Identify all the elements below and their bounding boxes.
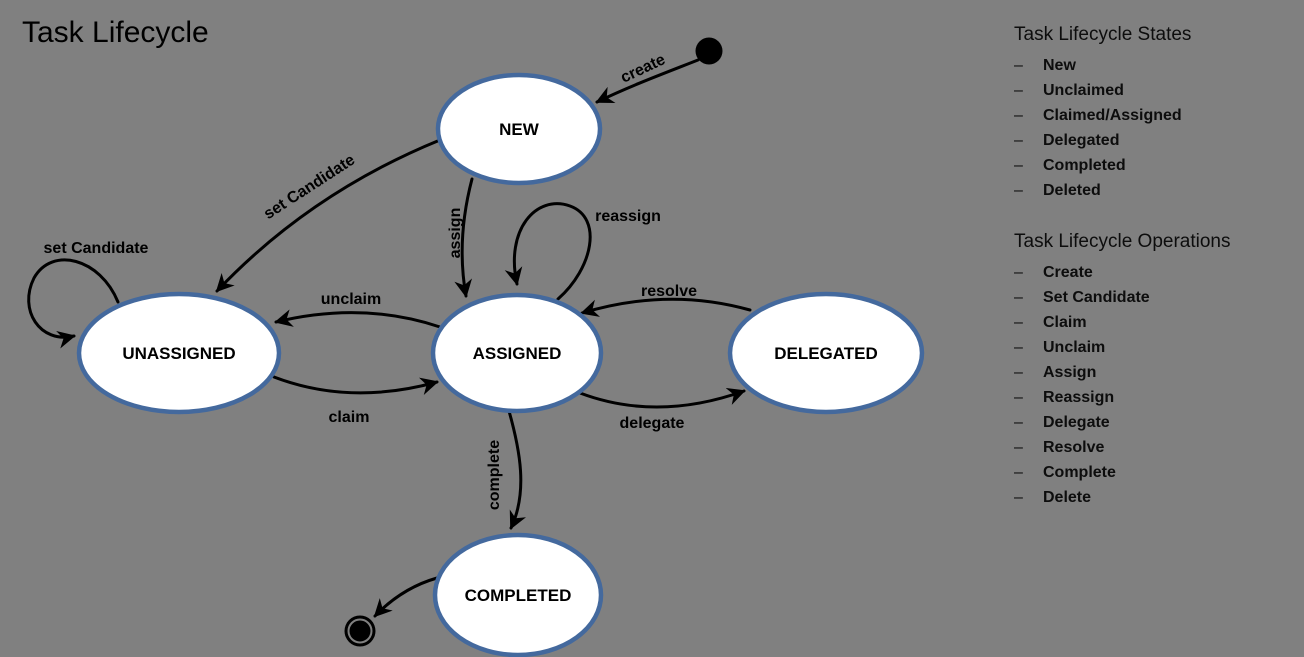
transition-reassign-self-loop xyxy=(504,202,592,301)
dash-bullet-icon: – xyxy=(1014,489,1023,506)
transition-claim-arrow xyxy=(272,375,439,395)
dash-bullet-icon: – xyxy=(1014,389,1023,406)
dash-bullet-icon: – xyxy=(1014,339,1023,356)
state-delegated: DELEGATED xyxy=(727,291,925,415)
dash-bullet-icon: – xyxy=(1014,464,1023,481)
legend-operation-item-label: Resolve xyxy=(1043,439,1105,456)
dash-bullet-icon: – xyxy=(1014,157,1023,174)
edge-label-delegate: delegate xyxy=(620,415,685,432)
legend-state-item-label: Deleted xyxy=(1043,182,1101,199)
dash-bullet-icon: – xyxy=(1014,182,1023,199)
transition-set-candidate-arrow xyxy=(215,138,442,293)
transition-finish-arrow xyxy=(373,576,439,618)
dash-bullet-icon: – xyxy=(1014,364,1023,381)
transition-unclaim-arrow xyxy=(274,309,442,329)
initial-state-dot-icon xyxy=(695,37,723,65)
legend-state-item: – Delegated xyxy=(1014,128,1299,153)
state-delegated-shape xyxy=(727,291,925,415)
legend-operation-item: – Complete xyxy=(1014,460,1299,485)
legend-operations-section: Task Lifecycle Operations – Create – Set… xyxy=(1014,231,1299,510)
state-assigned-label: ASSIGNED xyxy=(473,344,562,363)
state-new-shape xyxy=(435,72,603,186)
edge-label-reassign: reassign xyxy=(595,208,661,225)
legend-operation-item-label: Complete xyxy=(1043,464,1116,481)
edge-label-resolve: resolve xyxy=(641,283,697,300)
legend-operation-item-label: Create xyxy=(1043,264,1093,281)
legend-operation-item: – Unclaim xyxy=(1014,335,1299,360)
dash-bullet-icon: – xyxy=(1014,439,1023,456)
legend-state-item-label: Claimed/Assigned xyxy=(1043,107,1182,124)
legend-operation-item-label: Set Candidate xyxy=(1043,289,1150,306)
state-unassigned: UNASSIGNED xyxy=(76,291,282,415)
transition-resolve-arrow xyxy=(580,297,752,317)
legend-operation-item-label: Reassign xyxy=(1043,389,1115,406)
state-assigned-shape xyxy=(430,292,604,414)
legend-operations-heading: Task Lifecycle Operations xyxy=(1014,231,1231,252)
legend-state-item: – Completed xyxy=(1014,153,1299,178)
dash-bullet-icon: – xyxy=(1014,57,1023,74)
legend-state-item: – Deleted xyxy=(1014,178,1299,203)
state-delegated-label: DELEGATED xyxy=(774,344,878,363)
final-state-ring-icon xyxy=(344,615,376,647)
legend-states-heading: Task Lifecycle States xyxy=(1014,24,1192,45)
legend-operations-list: – Create – Set Candidate – Claim – xyxy=(1014,260,1299,510)
dash-bullet-icon: – xyxy=(1014,82,1023,99)
state-unassigned-label: UNASSIGNED xyxy=(122,344,235,363)
dash-bullet-icon: – xyxy=(1014,264,1023,281)
legend-operation-item: – Claim xyxy=(1014,310,1299,335)
legend-states-list: – New – Unclaimed – Claimed/Assigned xyxy=(1014,53,1299,203)
state-completed-shape xyxy=(432,532,604,657)
state-completed-label: COMPLETED xyxy=(465,586,572,605)
state-unassigned-shape xyxy=(76,291,282,415)
transition-delegate-arrow xyxy=(578,387,746,409)
legend-operation-item: – Set Candidate xyxy=(1014,285,1299,310)
state-new: NEW xyxy=(435,72,603,186)
legend-state-item-label: New xyxy=(1043,57,1076,74)
transition-assign-arrow xyxy=(454,177,474,298)
legend-operation-item: – Assign xyxy=(1014,360,1299,385)
dash-bullet-icon: – xyxy=(1014,132,1023,149)
edge-label-set-candidate-self: set Candidate xyxy=(44,240,149,257)
edge-label-claim: claim xyxy=(329,409,370,426)
legend-operation-item: – Resolve xyxy=(1014,435,1299,460)
state-new-label: NEW xyxy=(499,120,540,139)
edge-label-unclaim: unclaim xyxy=(321,291,381,308)
legend-operation-item: – Create xyxy=(1014,260,1299,285)
legend-state-item-label: Delegated xyxy=(1043,132,1120,149)
legend-operation-item-label: Unclaim xyxy=(1043,339,1106,356)
dash-bullet-icon: – xyxy=(1014,107,1023,124)
legend-state-item: – Claimed/Assigned xyxy=(1014,103,1299,128)
legend-state-item-label: Unclaimed xyxy=(1043,82,1124,99)
edge-label-complete: complete xyxy=(486,440,503,510)
legend-operation-item: – Delete xyxy=(1014,485,1299,510)
dash-bullet-icon: – xyxy=(1014,414,1023,431)
dash-bullet-icon: – xyxy=(1014,289,1023,306)
legend-operation-item-label: Delete xyxy=(1043,489,1092,506)
state-completed: COMPLETED xyxy=(432,532,604,657)
transition-set-candidate-self-loop xyxy=(27,258,120,349)
legend-state-item: – Unclaimed xyxy=(1014,78,1299,103)
legend-operation-item: – Delegate xyxy=(1014,410,1299,435)
edge-label-assign: assign xyxy=(447,208,464,259)
legend-operation-item-label: Delegate xyxy=(1043,414,1110,431)
legend-operation-item-label: Claim xyxy=(1043,314,1087,331)
transition-complete-arrow xyxy=(507,409,527,530)
legend-operation-item-label: Assign xyxy=(1043,364,1097,381)
transition-create-arrow xyxy=(595,58,700,104)
page-title: Task Lifecycle xyxy=(22,16,209,49)
dash-bullet-icon: – xyxy=(1014,314,1023,331)
legend-state-item-label: Completed xyxy=(1043,157,1126,174)
legend-state-item: – New xyxy=(1014,53,1299,78)
legend-panel: Task Lifecycle States – New – Unclaimed … xyxy=(1014,24,1299,510)
legend-operation-item: – Reassign xyxy=(1014,385,1299,410)
legend-states-section: Task Lifecycle States – New – Unclaimed … xyxy=(1014,24,1299,203)
transitions-layer xyxy=(27,58,752,618)
state-assigned: ASSIGNED xyxy=(430,292,604,414)
